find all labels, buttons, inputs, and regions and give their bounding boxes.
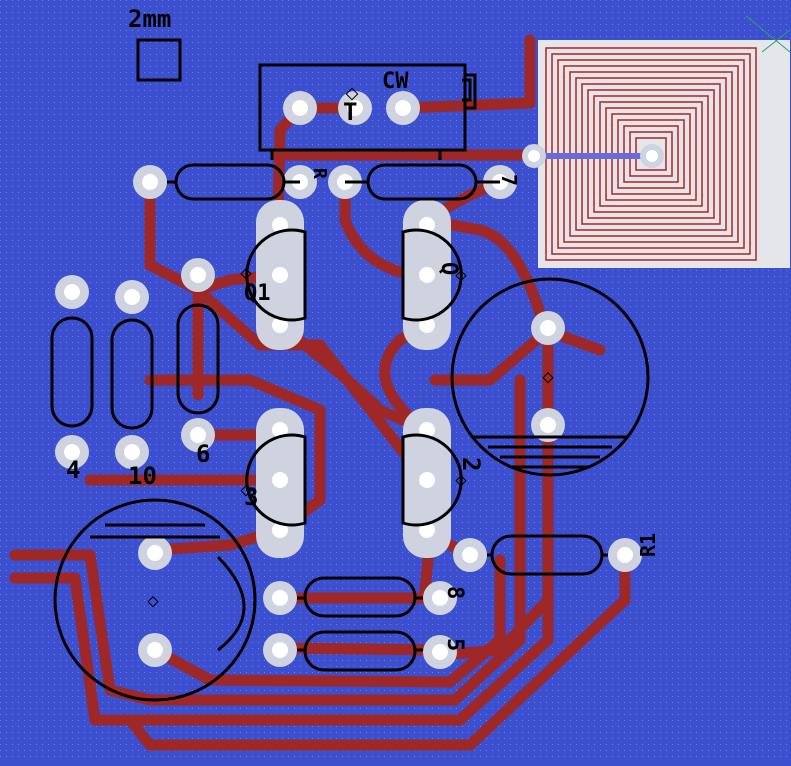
capacitor-left-outline [53, 498, 257, 702]
capacitor-right-outline [450, 277, 650, 477]
resistor-body-r10 [110, 318, 154, 430]
potentiometer-outline [258, 63, 467, 152]
corner-mark-2 [761, 29, 791, 53]
r1-label: R1 [636, 533, 660, 557]
r4-label: 4 [66, 456, 80, 484]
r6-label: 6 [196, 440, 210, 468]
r10-label: 10 [128, 462, 157, 490]
scale-label: 2mm [128, 5, 171, 33]
r9-label: R [309, 168, 330, 179]
transistor-q0-outline [401, 228, 463, 322]
r5-label: 5 [442, 638, 467, 651]
corner-mark [745, 15, 791, 53]
resistor-body-r6 [176, 303, 220, 415]
q0-label: Q [436, 262, 461, 275]
coil-rings [545, 47, 757, 261]
q1-label: Q1 [244, 281, 271, 306]
reference-marks [147, 87, 554, 608]
transistor-q3-outline [245, 433, 307, 527]
q3-label: 3 [244, 483, 258, 511]
silkscreen [50, 38, 650, 702]
potentiometer-t-label: T [343, 98, 357, 126]
scale-square [136, 38, 182, 82]
r7-label: 7 [497, 174, 521, 186]
spiral-coil [534, 15, 791, 268]
pads [55, 91, 664, 669]
q2-label: 2 [457, 457, 485, 471]
r8-label: 8 [442, 586, 467, 599]
resistor-body-r4 [50, 316, 94, 428]
potentiometer-cw-label: CW [382, 69, 409, 94]
transistor-q2-outline [401, 433, 463, 527]
